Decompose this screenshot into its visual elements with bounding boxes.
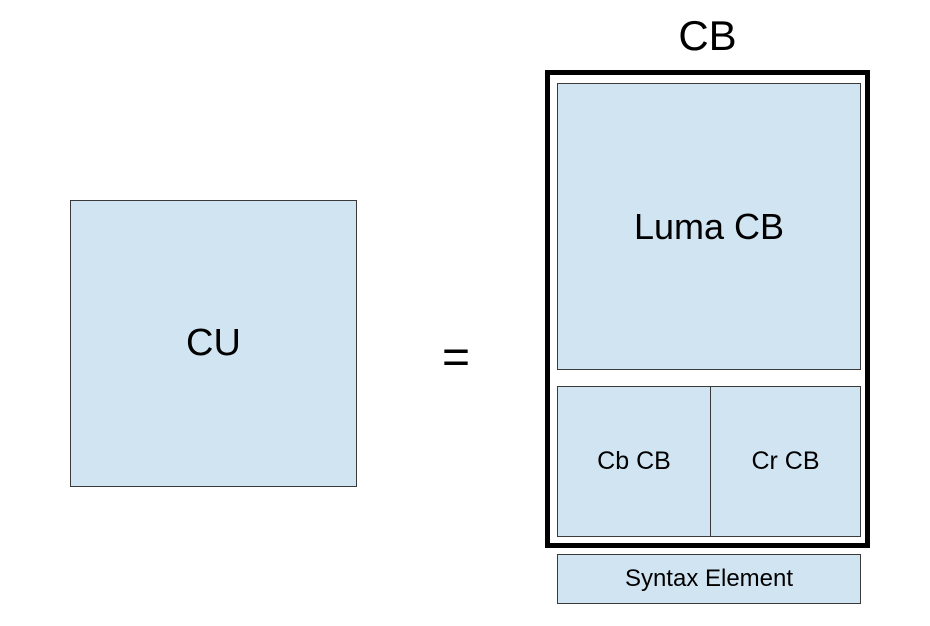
syntax-element-label: Syntax Element [624,565,794,592]
luma-cb-label: Luma CB [633,205,785,247]
equals-sign: = [441,331,471,384]
cb-cb-block: Cb CB [557,386,711,537]
cu-block: CU [70,200,357,487]
cu-label: CU [186,322,241,364]
cr-cb-block: Cr CB [710,386,861,537]
luma-cb-block: Luma CB [557,83,861,370]
cb-title: CB [678,12,737,59]
cb-cb-label: Cb CB [597,447,671,475]
syntax-element-block: Syntax Element [557,554,861,604]
cr-cb-label: Cr CB [751,447,820,475]
